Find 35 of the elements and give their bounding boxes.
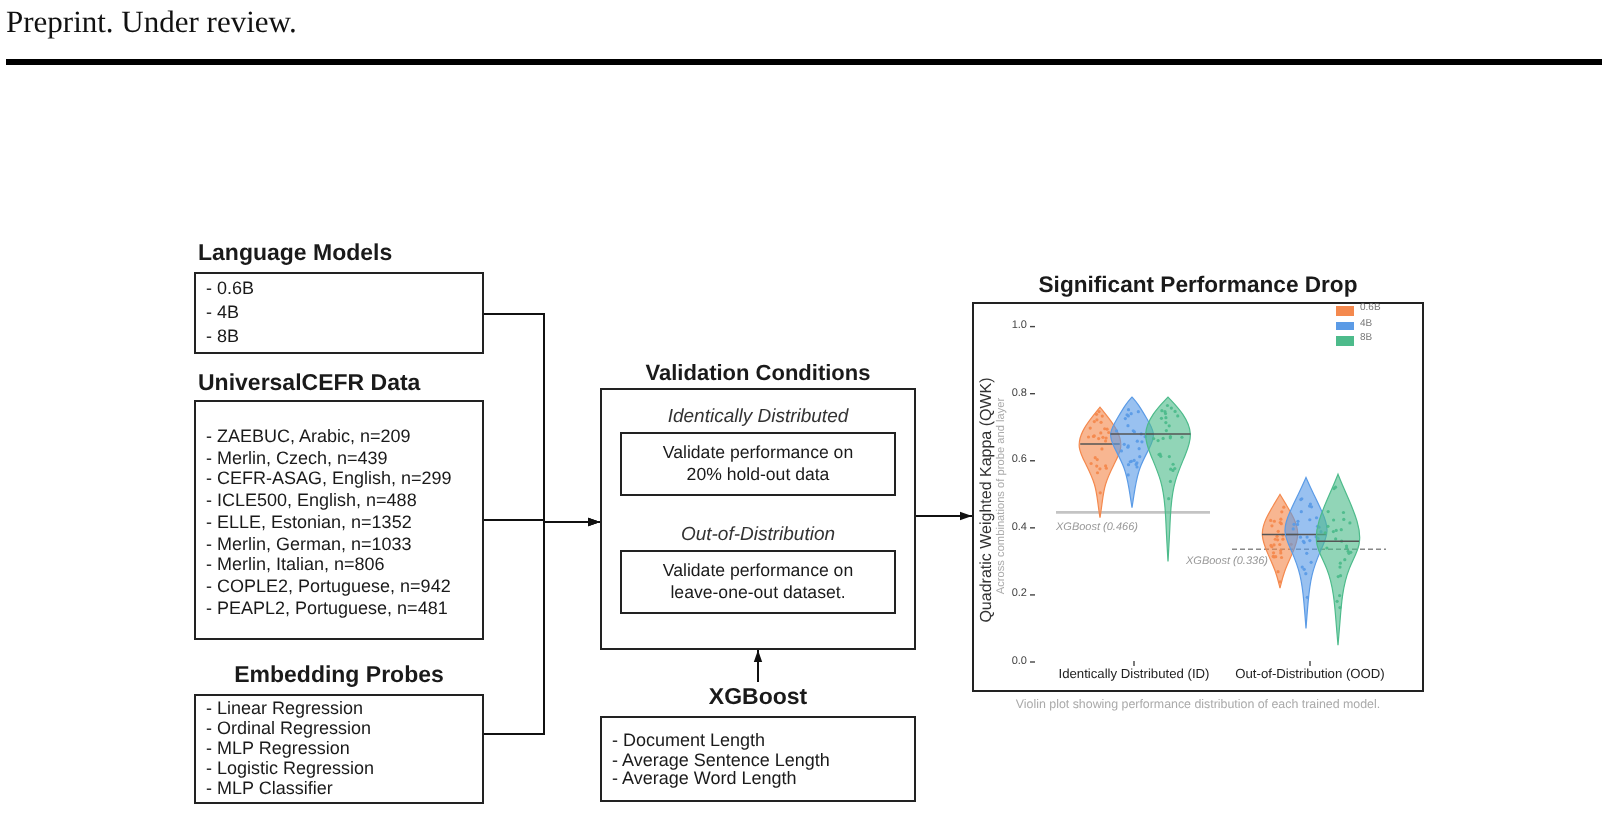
list-item: - 8B: [206, 325, 240, 349]
arrow: [753, 649, 763, 683]
list-item: - Merlin, German, n=1033: [206, 533, 412, 555]
condition-heading: Out-of-Distribution: [680, 522, 836, 550]
arrow: [483, 517, 601, 735]
list-item: - 0.6B: [206, 278, 255, 302]
section-heading: UniversalCEFR Data: [198, 370, 421, 400]
list-item: - CEFR-ASAG, English, n=299: [206, 468, 452, 491]
list-item: - COPLE2, Portuguese, n=942: [206, 575, 451, 598]
section-heading: Language Models: [198, 240, 393, 270]
condition-text: Validate performance on leave-one-out dataset.: [660, 560, 856, 604]
list-item: - ELLE, Estonian, n=1352: [206, 511, 412, 534]
condition-text: Validate performance on 20% hold-out data: [660, 442, 856, 486]
header-text: Preprint. Under review.: [6, 6, 297, 42]
list-item: - 4B: [206, 301, 240, 326]
list-item: - MLP Regression: [206, 737, 350, 757]
list-item: - ZAEBUC, Arabic, n=209: [206, 426, 411, 448]
list-item: - Ordinal Regression: [206, 717, 372, 737]
list-item: - Average Word Length: [612, 770, 797, 790]
list-item: - Document Length: [612, 732, 766, 752]
axis-title: Quadratic Weighted Kappa (QWK): [976, 377, 996, 623]
section-heading: Embedding Probes: [234, 662, 444, 692]
list-item: - Average Sentence Length: [612, 751, 830, 771]
list-item: - Linear Regression: [206, 697, 364, 717]
list-item: - MLP Classifier: [206, 777, 333, 797]
arrow: [915, 511, 973, 521]
list-item: - Merlin, Czech, n=439: [206, 447, 388, 469]
condition-heading: Identically Distributed: [667, 404, 849, 432]
list-item: - Logistic Regression: [206, 757, 375, 777]
list-item: - Merlin, Italian, n=806: [206, 554, 385, 576]
section-heading: Validation Conditions: [645, 362, 871, 388]
list-item: - PEAPL2, Portuguese, n=481: [206, 597, 448, 619]
list-item: - ICLE500, English, n=488: [206, 490, 417, 512]
section-heading: XGBoost: [708, 684, 808, 714]
chart-title: Significant Performance Drop: [1038, 272, 1358, 302]
